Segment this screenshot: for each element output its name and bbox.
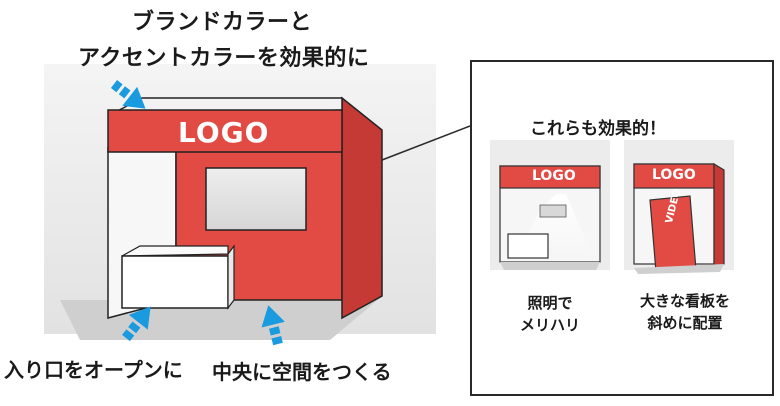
counter-top	[121, 245, 229, 257]
caption-signboard-line1: 大きな看板を	[639, 292, 730, 310]
callout-box	[470, 60, 774, 396]
caption-lighting: 照明で メリハリ	[496, 292, 604, 336]
counter-side	[227, 244, 235, 310]
arrow-icon	[261, 305, 285, 346]
arrow-icon	[110, 80, 146, 109]
wall-monitor	[205, 167, 307, 231]
caption-signboard: 大きな看板を 斜めに配置	[618, 290, 752, 334]
counter-front	[121, 255, 229, 309]
arrow-icon	[122, 306, 151, 342]
label-center-space: 中央に空間をつくる	[212, 360, 392, 384]
callout-title: これらも効果的！	[530, 119, 666, 139]
header-fascia	[107, 109, 343, 153]
heading-line2: アクセントカラーを効果的に	[78, 46, 370, 71]
example-lighting-logo: LOGO	[532, 168, 576, 184]
main-logo-text: LOGO	[178, 116, 270, 149]
heading-line1: ブランドカラーと	[132, 10, 313, 35]
label-open-entrance: 入り口をオープンに	[4, 358, 183, 382]
right-wall	[341, 96, 383, 320]
caption-lighting-line2: メリハリ	[519, 316, 580, 334]
caption-signboard-line2: 斜めに配置	[647, 314, 723, 332]
caption-lighting-line1: 照明で	[527, 294, 573, 312]
callout-pointer	[381, 125, 471, 161]
example-signboard-logo: LOGO	[652, 167, 696, 183]
